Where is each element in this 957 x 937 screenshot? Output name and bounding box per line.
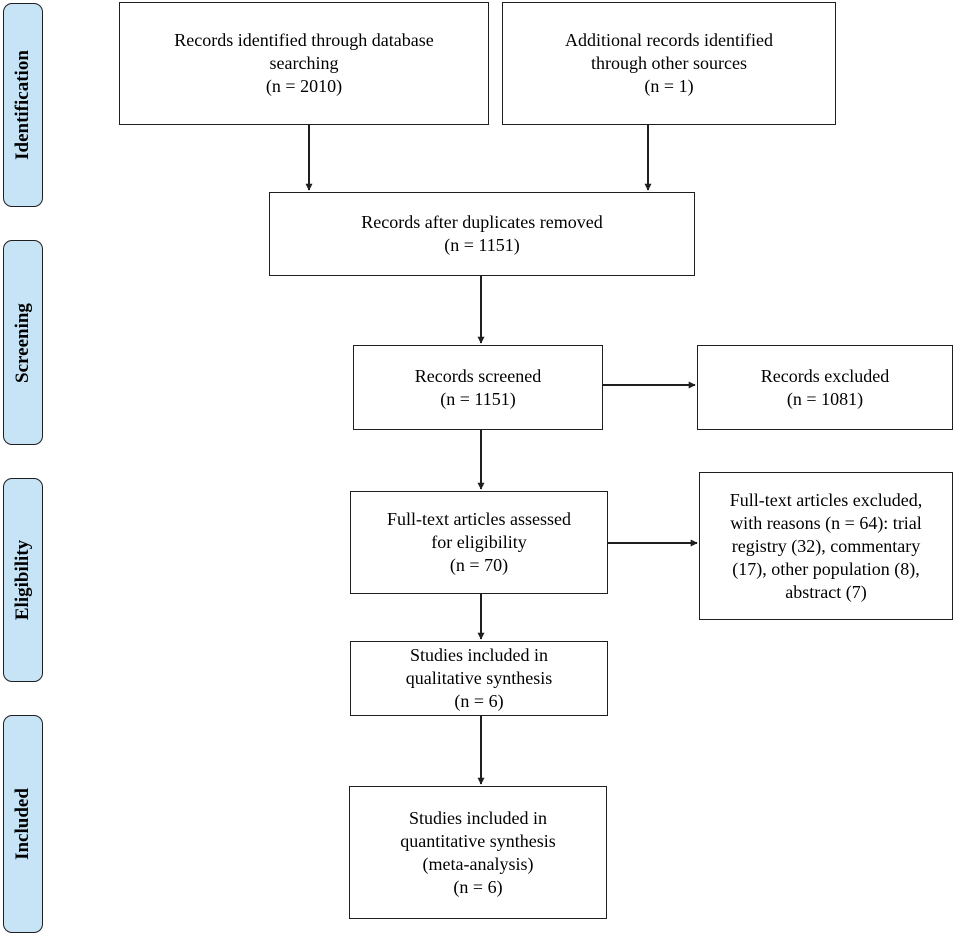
box-fulltext-assessed: Full-text articles assessed for eligibil… (350, 491, 608, 594)
box-other-sources: Additional records identified through ot… (502, 2, 836, 125)
box-line: registry (32), commentary (731, 535, 921, 556)
box-line: (17), other population (8), (732, 558, 920, 579)
box-database-records: Records identified through database sear… (119, 2, 489, 125)
box-line: Full-text articles assessed (387, 509, 571, 529)
box-line: (n = 6) (454, 691, 504, 711)
box-after-duplicates: Records after duplicates removed (n = 11… (269, 192, 695, 276)
box-line: (meta-analysis) (422, 853, 534, 874)
box-line: Studies included in (409, 807, 547, 828)
box-quantitative-synthesis: Studies included in quantitative synthes… (349, 786, 607, 919)
box-line: (n = 6) (453, 876, 503, 897)
box-line: (n = 2010) (265, 76, 343, 96)
box-line: Records identified through database (174, 30, 434, 50)
phase-identification: Identification (3, 3, 43, 207)
box-line: Records screened (414, 365, 542, 386)
box-line: for eligibility (431, 532, 527, 552)
box-line: (n = 70) (449, 555, 509, 575)
box-records-screened: Records screened (n = 1151) (353, 345, 603, 430)
box-line: searching (269, 53, 339, 73)
phase-included: Included (3, 715, 43, 933)
box-qualitative-synthesis: Studies included in qualitative synthesi… (350, 641, 608, 716)
box-line: Records excluded (760, 365, 890, 386)
box-line: Full-text articles excluded, (729, 489, 923, 510)
phase-screening: Screening (3, 240, 43, 445)
box-fulltext-excluded: Full-text articles excluded, with reason… (699, 472, 953, 620)
box-line: (n = 1151) (440, 388, 516, 409)
box-line: abstract (7) (785, 581, 867, 602)
box-line: Records after duplicates removed (361, 212, 603, 232)
box-line: Studies included in (410, 645, 548, 665)
phase-eligibility: Eligibility (3, 478, 43, 682)
box-line: quantitative synthesis (400, 830, 556, 851)
box-line: through other sources (591, 53, 747, 73)
box-line: (n = 1081) (786, 388, 864, 409)
box-line: (n = 1151) (444, 235, 520, 255)
box-line: (n = 1) (644, 76, 694, 96)
box-line: with reasons (n = 64): trial (730, 512, 922, 533)
box-line: qualitative synthesis (405, 668, 553, 688)
box-records-excluded: Records excluded (n = 1081) (697, 345, 953, 430)
box-line: Additional records identified (565, 30, 773, 50)
